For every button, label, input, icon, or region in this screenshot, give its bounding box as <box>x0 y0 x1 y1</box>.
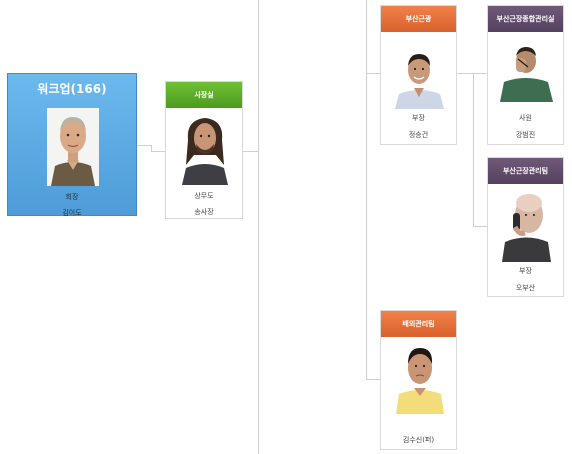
planning-photo <box>396 338 444 414</box>
office-position: 상무도 <box>194 192 214 200</box>
connector-line <box>457 73 487 74</box>
connector-line <box>137 145 151 146</box>
org-node-sales[interactable]: 부산근광 부장 정승건 <box>380 5 457 145</box>
node-header: 부산근광 <box>381 6 456 32</box>
connector-line <box>366 73 380 74</box>
org-node-planning[interactable]: 배외관리팀 김수신(퍼) <box>380 310 457 450</box>
connector-line <box>473 73 474 227</box>
office-name: 송사장 <box>194 208 214 216</box>
connector-line <box>258 0 259 454</box>
sales-mgmt-1-position: 사원 <box>519 114 532 122</box>
connector-line <box>243 151 258 152</box>
sales-photo <box>394 48 445 109</box>
office-photo <box>180 110 230 185</box>
org-node-sales-mgmt-2[interactable]: 부산근장관리팀 부장 오부산 <box>487 157 564 297</box>
node-header: 사장실 <box>166 82 242 108</box>
ceo-position: 회장 <box>65 193 79 201</box>
connector-line <box>151 145 152 151</box>
org-node-sales-mgmt-1[interactable]: 부산근장종합관리실 사원 강범진 <box>487 5 564 145</box>
sales-name: 정승건 <box>408 131 429 139</box>
connector-line <box>366 379 380 380</box>
ceo-photo <box>47 108 99 186</box>
sales-mgmt-2-photo <box>501 187 552 262</box>
org-node-ceo[interactable]: 워크업(166) 회장 김이도 <box>7 73 137 217</box>
node-header: 부산근장관리팀 <box>488 158 563 184</box>
ceo-name: 김이도 <box>62 209 82 217</box>
connector-line <box>366 0 367 380</box>
planning-name: 김수신(퍼) <box>402 436 435 444</box>
sales-mgmt-1-name: 강범진 <box>515 131 536 139</box>
company-title: 워크업(166) <box>37 82 107 96</box>
org-node-office[interactable]: 사장실 상무도 송사장 <box>165 81 243 219</box>
sales-mgmt-1-photo <box>498 42 555 102</box>
node-header: 배외관리팀 <box>381 311 456 337</box>
connector-line <box>151 151 165 152</box>
node-header: 부산근장종합관리실 <box>488 6 563 32</box>
connector-line <box>473 226 487 227</box>
sales-mgmt-2-name: 오부산 <box>515 284 536 292</box>
sales-position: 부장 <box>412 114 425 122</box>
sales-mgmt-2-position: 부장 <box>519 267 532 275</box>
